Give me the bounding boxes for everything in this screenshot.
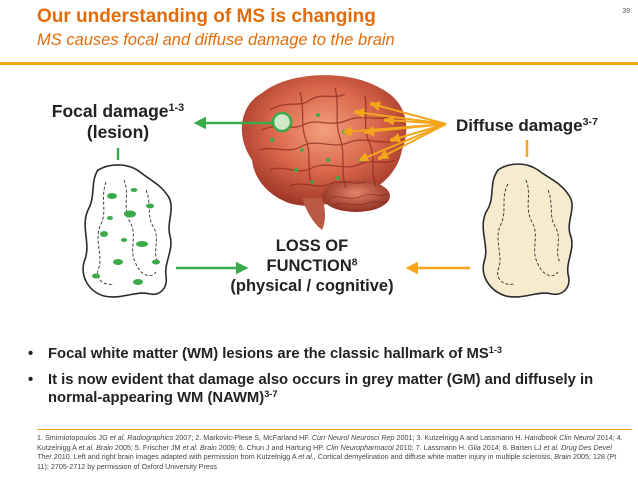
diffuse-damage-text: Diffuse damage: [456, 116, 583, 135]
slide-title: Our understanding of MS is changing: [37, 6, 376, 27]
ref-italic: et al. Drug Des Devel Ther: [37, 442, 612, 462]
focal-brain-slice: [82, 164, 172, 298]
ref-text: 2014; 8. Barten LJ: [480, 442, 544, 452]
bullet-text: It is now evident that damage also occur…: [48, 371, 594, 407]
diffuse-brain-slice: [482, 163, 573, 298]
ref-italic: Curr Neurol Neurosci Rep: [311, 433, 395, 442]
slide-subtitle: MS causes focal and diffuse damage to th…: [37, 31, 395, 49]
ref-italic: Clin Neuropharmacol: [326, 442, 394, 452]
loss-line-3: (physical / cognitive): [230, 277, 394, 296]
brain-image: [241, 75, 407, 230]
bullet-list: • Focal white matter (WM) lesions are th…: [22, 345, 612, 415]
ref-text: 2005; 5. Frischer JM: [112, 442, 183, 452]
diffuse-damage-ref: 3-7: [582, 116, 598, 129]
ref-text: 2010. Left and right brain images adapte…: [51, 452, 299, 462]
loss-line-1: LOSS OF: [275, 237, 349, 255]
ref-italic: et al. Brain: [78, 442, 113, 452]
ref-italic: et al. Radiographics: [109, 433, 174, 442]
ref-italic: Brain: [554, 452, 572, 462]
ref-text: 2005; 128 (Pt 11); 2705-2712 by permissi…: [37, 452, 617, 471]
ref-italic: Handbook Clin Neurol: [524, 433, 595, 442]
ref-italic: et al.,: [298, 452, 316, 462]
focal-damage-label: Focal damage1-3 (lesion): [30, 101, 206, 144]
focal-damage-text: Focal damage: [51, 101, 169, 121]
ref-text: 1. Smirniotopoulos JG: [37, 433, 110, 442]
ref-italic: et al. Brain: [182, 442, 217, 452]
references: 1. Smirniotopoulos JG et al. Radiographi…: [37, 433, 627, 471]
ref-text: 2010; 7. Lassmann H.: [393, 442, 468, 452]
bullet-ref: 1-3: [488, 345, 502, 355]
references-divider: [37, 429, 632, 430]
bullet-item: • It is now evident that damage also occ…: [22, 371, 612, 408]
diffuse-rays: [342, 101, 447, 162]
ref-text: 2014; 4. Kutzelnigg A: [37, 433, 623, 452]
ref-italic: Glia: [468, 442, 481, 452]
ref-text: 2007; 2. Markovic-Plese S, McFarland HF.: [173, 433, 312, 442]
diffuse-damage-label: Diffuse damage3-7: [456, 116, 598, 137]
focal-lesion-marker: [271, 111, 293, 133]
bullet-text: Focal white matter (WM) lesions are the …: [48, 346, 489, 363]
bullet-item: • Focal white matter (WM) lesions are th…: [22, 345, 612, 364]
ref-text: 2001; 3. Kutzelnigg A and Lassmann H.: [394, 433, 525, 442]
bullet-dot-icon: •: [28, 346, 34, 362]
loss-ref: 8: [351, 257, 358, 269]
page-number: 39: [622, 8, 630, 15]
focal-damage-ref: 1-3: [168, 102, 185, 115]
title-divider: [0, 62, 638, 65]
ref-text: 2009; 6. Chun J and Hartung HP.: [216, 442, 327, 452]
bullet-ref: 3-7: [264, 389, 278, 399]
loss-line-2: FUNCTION: [266, 257, 352, 276]
bullet-dot-icon: •: [28, 371, 34, 388]
ref-text: Cortical demyelination and diffuse white…: [315, 452, 555, 462]
focal-damage-subtext: (lesion): [86, 122, 150, 143]
loss-of-function-label: LOSS OF FUNCTION8 (physical / cognitive): [216, 236, 408, 296]
